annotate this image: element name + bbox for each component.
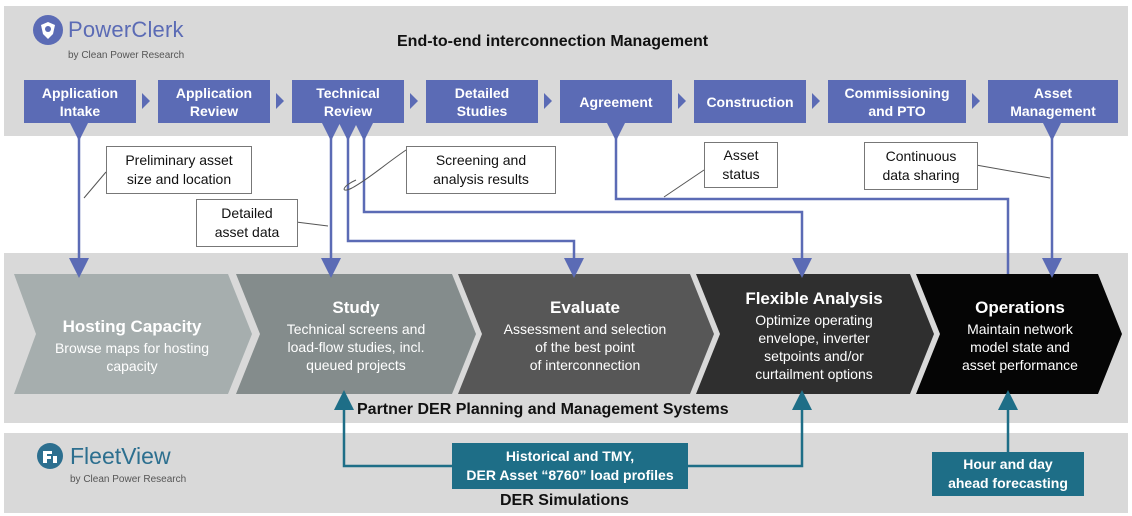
powerclerk-logo: PowerClerk bbox=[32, 14, 184, 46]
step-technical-review: Technical Review bbox=[292, 80, 404, 123]
stage-arrow-operations bbox=[916, 274, 1122, 394]
step-construction: Construction bbox=[694, 80, 806, 123]
stage-evaluate-title: Evaluate bbox=[550, 298, 620, 317]
leader-detailed bbox=[295, 221, 329, 227]
fleetview-logo-text: FleetView bbox=[70, 442, 171, 469]
sim-load-profiles: Historical and TMY, DER Asset “8760” loa… bbox=[452, 443, 688, 489]
leader-asset-status bbox=[663, 169, 705, 198]
stage-operations-title: Operations bbox=[975, 298, 1065, 317]
sim-forecasting: Hour and day ahead forecasting bbox=[932, 452, 1084, 496]
powerclerk-logo-text: PowerClerk bbox=[68, 17, 184, 42]
connector-profiles-study bbox=[334, 390, 452, 468]
stage-evaluate: Evaluate Assessment and selection of the… bbox=[480, 276, 690, 396]
connector-agreement-operations bbox=[606, 121, 1010, 274]
stage-study-title: Study bbox=[332, 298, 380, 317]
leader-screening bbox=[343, 149, 407, 191]
partner-label: Partner DER Planning and Management Syst… bbox=[357, 401, 729, 418]
stage-hosting-title: Hosting Capacity bbox=[62, 317, 202, 336]
stage-arrow-evaluate bbox=[458, 274, 714, 394]
fleetview-logo-icon bbox=[37, 443, 63, 469]
stage-operations-desc: Maintain network model state and asset p… bbox=[962, 321, 1078, 373]
stage-study-desc: Technical screens and load-flow studies,… bbox=[286, 321, 426, 373]
step-application-intake: Application Intake bbox=[24, 80, 136, 123]
leader-preliminary bbox=[83, 171, 107, 199]
step-detailed-studies: Detailed Studies bbox=[426, 80, 538, 123]
stage-arrow-study bbox=[236, 274, 476, 394]
stage-operations: Operations Maintain network model state … bbox=[936, 276, 1104, 396]
stage-arrow-flexible bbox=[696, 274, 934, 394]
stage-arrow-hosting bbox=[14, 274, 252, 394]
stage-hosting-capacity: Hosting Capacity Browse maps for hosting… bbox=[34, 286, 230, 406]
powerclerk-title: End-to-end interconnection Management bbox=[397, 33, 709, 50]
leader-continuous bbox=[975, 164, 1051, 179]
stage-flexible-title: Flexible Analysis bbox=[745, 289, 883, 308]
callout-screening-results: Screening and analysis results bbox=[406, 146, 556, 194]
callout-detailed-asset-data: Detailed asset data bbox=[196, 199, 298, 247]
callout-continuous-sharing: Continuous data sharing bbox=[864, 142, 978, 190]
stage-flexible-analysis: Flexible Analysis Optimize operating env… bbox=[716, 276, 912, 396]
stage-evaluate-desc: Assessment and selection of the best poi… bbox=[503, 321, 667, 373]
callout-preliminary-asset: Preliminary asset size and location bbox=[106, 146, 252, 194]
step-asset-management: Asset Management bbox=[988, 80, 1118, 123]
callout-asset-status: Asset status bbox=[704, 142, 778, 188]
fleetview-logo-sub: by Clean Power Research bbox=[70, 474, 187, 485]
connector-technical-flexible bbox=[354, 121, 812, 278]
step-agreement: Agreement bbox=[560, 80, 672, 123]
connector-profiles-flexible bbox=[688, 390, 812, 468]
powerclerk-logo-sub: by Clean Power Research bbox=[68, 50, 185, 61]
stage-study: Study Technical screens and load-flow st… bbox=[258, 276, 454, 396]
fleetview-logo: FleetView bbox=[36, 442, 171, 470]
step-commissioning-pto: Commissioning and PTO bbox=[828, 80, 966, 123]
stage-hosting-desc: Browse maps for hosting capacity bbox=[54, 340, 210, 374]
powerclerk-logo-icon bbox=[33, 15, 63, 45]
der-simulations-label: DER Simulations bbox=[500, 492, 629, 509]
stage-flexible-desc: Optimize operating envelope, inverter se… bbox=[755, 312, 873, 382]
step-application-review: Application Review bbox=[158, 80, 270, 123]
